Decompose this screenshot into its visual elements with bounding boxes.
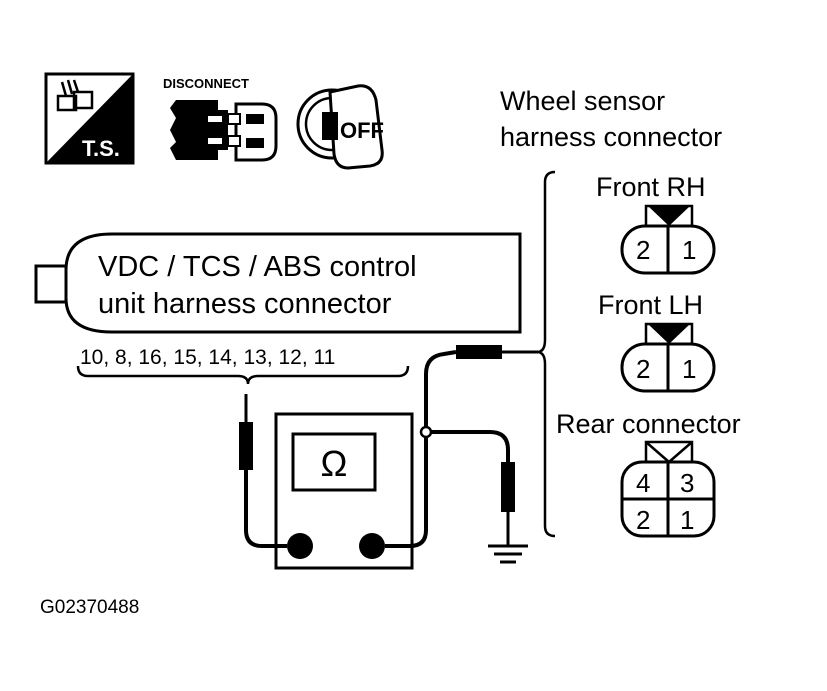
front-lh-label: Front LH — [598, 290, 703, 320]
front-rh-pin-1: 1 — [682, 235, 696, 265]
control-unit-connector — [34, 232, 522, 334]
rear-connector-label: Rear connector — [556, 409, 741, 439]
front-lh-pin-2: 2 — [636, 354, 650, 384]
front-rh-connector: 2 1 — [620, 204, 716, 275]
wheel-sensor-title-line2: harness connector — [500, 122, 722, 152]
front-rh-label: Front RH — [596, 172, 706, 202]
test-leads — [244, 350, 510, 548]
disconnect-label: DISCONNECT — [163, 76, 249, 91]
right-probe — [456, 345, 538, 359]
rear-pin-2: 2 — [636, 505, 650, 535]
control-unit-terminals: 10, 8, 16, 15, 14, 13, 12, 11 — [80, 346, 335, 369]
rear-pin-4: 4 — [636, 468, 650, 498]
ohm-symbol: Ω — [321, 443, 348, 484]
wheel-sensor-bracket — [536, 170, 556, 538]
ts-tester-icon: T.S. — [44, 72, 135, 165]
rear-connector: 4 3 2 1 — [620, 440, 716, 538]
disconnect-connector-icon: DISCONNECT — [163, 76, 278, 162]
rear-pin-3: 3 — [680, 468, 694, 498]
front-lh-pin-1: 1 — [682, 354, 696, 384]
control-unit-label-line1: VDC / TCS / ABS control — [98, 251, 417, 283]
terminals-bracket — [76, 365, 410, 385]
key-off-label: OFF — [340, 118, 384, 143]
rear-pin-1: 1 — [680, 505, 694, 535]
figure-code: G02370488 — [40, 597, 139, 618]
front-rh-pin-2: 2 — [636, 235, 650, 265]
ts-label: T.S. — [82, 136, 120, 161]
wheel-sensor-title-line1: Wheel sensor — [500, 86, 665, 116]
control-unit-label-line2: unit harness connector — [98, 288, 392, 320]
ignition-off-key-icon: OFF — [296, 84, 384, 170]
ohmmeter-icon: Ω — [274, 412, 414, 570]
left-probe — [239, 394, 253, 470]
lead-junction — [419, 425, 433, 439]
ground-icon — [488, 462, 528, 564]
front-lh-connector: 2 1 — [620, 322, 716, 393]
